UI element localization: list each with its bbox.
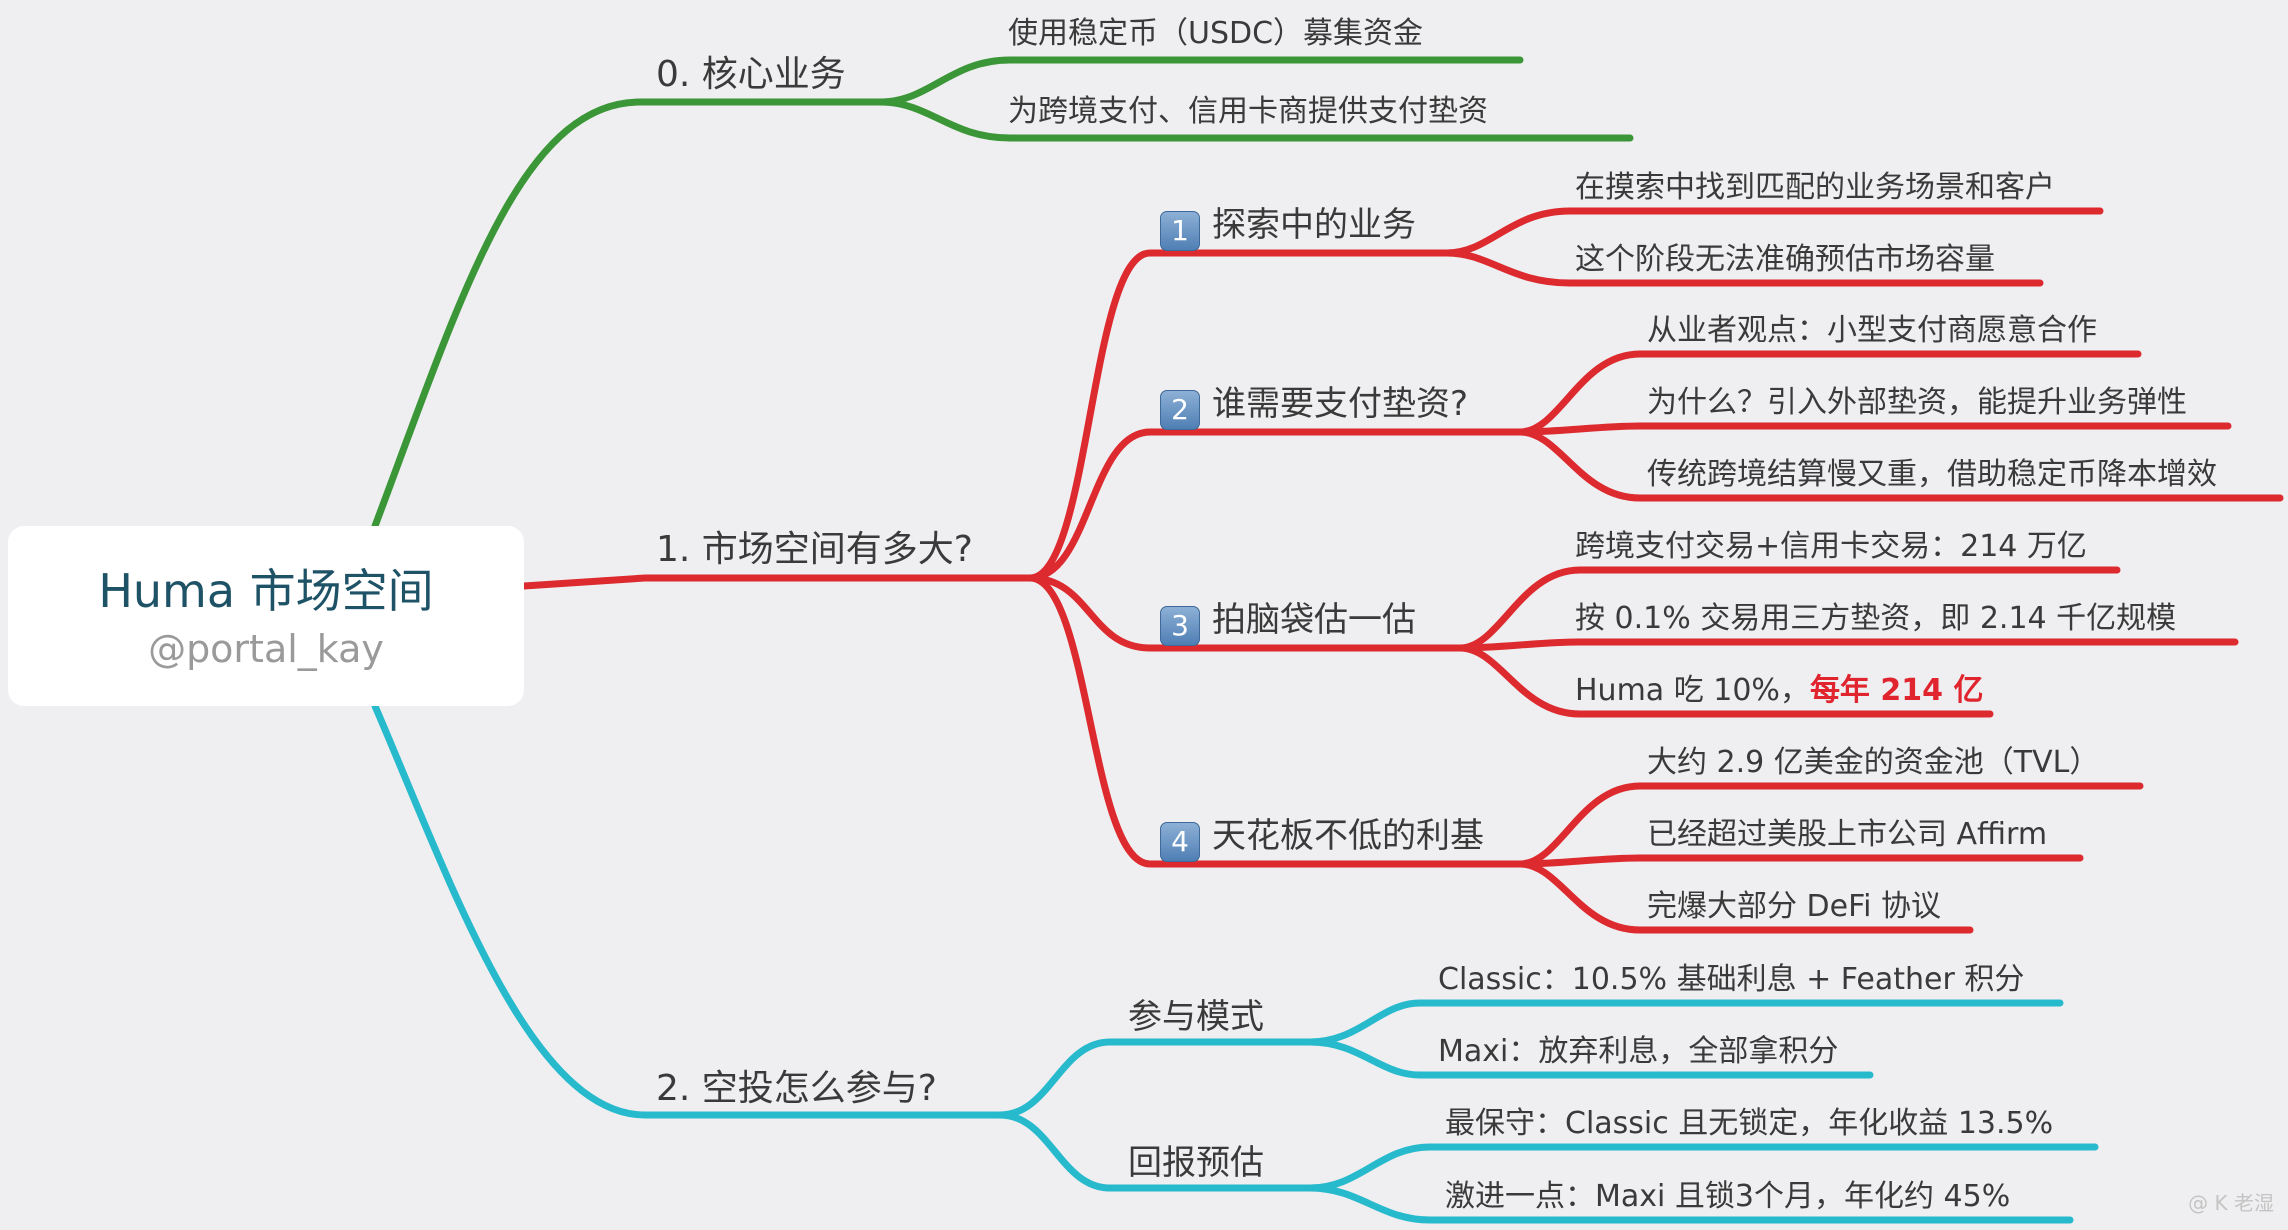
leaf-estimate-3[interactable]: Huma 吃 10%，每年 214 亿 bbox=[1575, 676, 1983, 706]
leaf-needs-2[interactable]: 为什么？引入外部垫资，能提升业务弹性 bbox=[1647, 385, 2187, 420]
branch-airdrop[interactable]: 2. 空投怎么参与? bbox=[656, 1068, 937, 1109]
node-label: 天花板不低的利基 bbox=[1212, 816, 1484, 856]
leaf-return-2[interactable]: 激进一点：Maxi 且锁3个月，年化约 45% bbox=[1445, 1179, 2011, 1214]
node-rough-estimate[interactable]: 3 拍脑袋估一估 bbox=[1160, 603, 1416, 646]
watermark: @ K 老湿 bbox=[2188, 1191, 2274, 1215]
leaf-core-2[interactable]: 为跨境支付、信用卡商提供支付垫资 bbox=[1008, 94, 1488, 129]
leaf-return-1[interactable]: 最保守：Classic 且无锁定，年化收益 13.5% bbox=[1445, 1106, 2054, 1141]
branch-market-size[interactable]: 1. 市场空间有多大? bbox=[656, 529, 973, 570]
connectors-airdrop bbox=[371, 702, 2099, 1224]
leaf-estimate-1[interactable]: 跨境支付交易+信用卡交易：214 万亿 bbox=[1575, 529, 2087, 564]
leaf-mode-1[interactable]: Classic：10.5% 基础利息 + Feather 积分 bbox=[1438, 962, 2025, 997]
leaf-needs-3[interactable]: 传统跨境结算慢又重，借助稳定币降本增效 bbox=[1647, 457, 2217, 492]
leaf-exploring-1[interactable]: 在摸索中找到匹配的业务场景和客户 bbox=[1575, 170, 2055, 205]
node-exploring-business[interactable]: 1 探索中的业务 bbox=[1160, 208, 1416, 251]
keycap-2-icon: 2 bbox=[1160, 390, 1200, 430]
leaf-estimate-2[interactable]: 按 0.1% 交易用三方垫资，即 2.14 千亿规模 bbox=[1575, 601, 2177, 636]
connectors-core-business bbox=[371, 56, 1634, 530]
keycap-3-icon: 3 bbox=[1160, 606, 1200, 646]
connectors-market-size bbox=[520, 207, 2284, 934]
node-return-estimate[interactable]: 回报预估 bbox=[1128, 1143, 1264, 1183]
leaf-mode-2[interactable]: Maxi：放弃利息，全部拿积分 bbox=[1438, 1034, 1839, 1069]
root-node[interactable]: Huma 市场空间 @portal_kay bbox=[8, 526, 524, 706]
leaf-niche-3[interactable]: 完爆大部分 DeFi 协议 bbox=[1647, 889, 1942, 924]
leaf-niche-1[interactable]: 大约 2.9 亿美金的资金池（TVL） bbox=[1647, 745, 2100, 780]
node-who-needs-financing[interactable]: 2 谁需要支付垫资? bbox=[1160, 387, 1468, 430]
keycap-4-icon: 4 bbox=[1160, 822, 1200, 862]
node-label: 拍脑袋估一估 bbox=[1212, 600, 1416, 640]
root-subtitle: @portal_kay bbox=[148, 627, 384, 672]
keycap-1-icon: 1 bbox=[1160, 211, 1200, 251]
leaf-niche-2[interactable]: 已经超过美股上市公司 Affirm bbox=[1647, 817, 2048, 852]
node-participation-mode[interactable]: 参与模式 bbox=[1128, 997, 1264, 1037]
root-title: Huma 市场空间 bbox=[98, 564, 434, 618]
leaf-text: Huma 吃 10%， bbox=[1575, 673, 1810, 708]
leaf-needs-1[interactable]: 从业者观点：小型支付商愿意合作 bbox=[1647, 313, 2097, 348]
highlight-annual-revenue: 每年 214 亿 bbox=[1809, 673, 1984, 708]
leaf-exploring-2[interactable]: 这个阶段无法准确预估市场容量 bbox=[1575, 242, 1995, 277]
node-label: 探索中的业务 bbox=[1212, 205, 1416, 245]
node-niche-ceiling[interactable]: 4 天花板不低的利基 bbox=[1160, 819, 1484, 862]
branch-core-business[interactable]: 0. 核心业务 bbox=[656, 54, 846, 95]
node-label: 谁需要支付垫资? bbox=[1212, 384, 1469, 424]
leaf-core-1[interactable]: 使用稳定币（USDC）募集资金 bbox=[1008, 16, 1424, 51]
